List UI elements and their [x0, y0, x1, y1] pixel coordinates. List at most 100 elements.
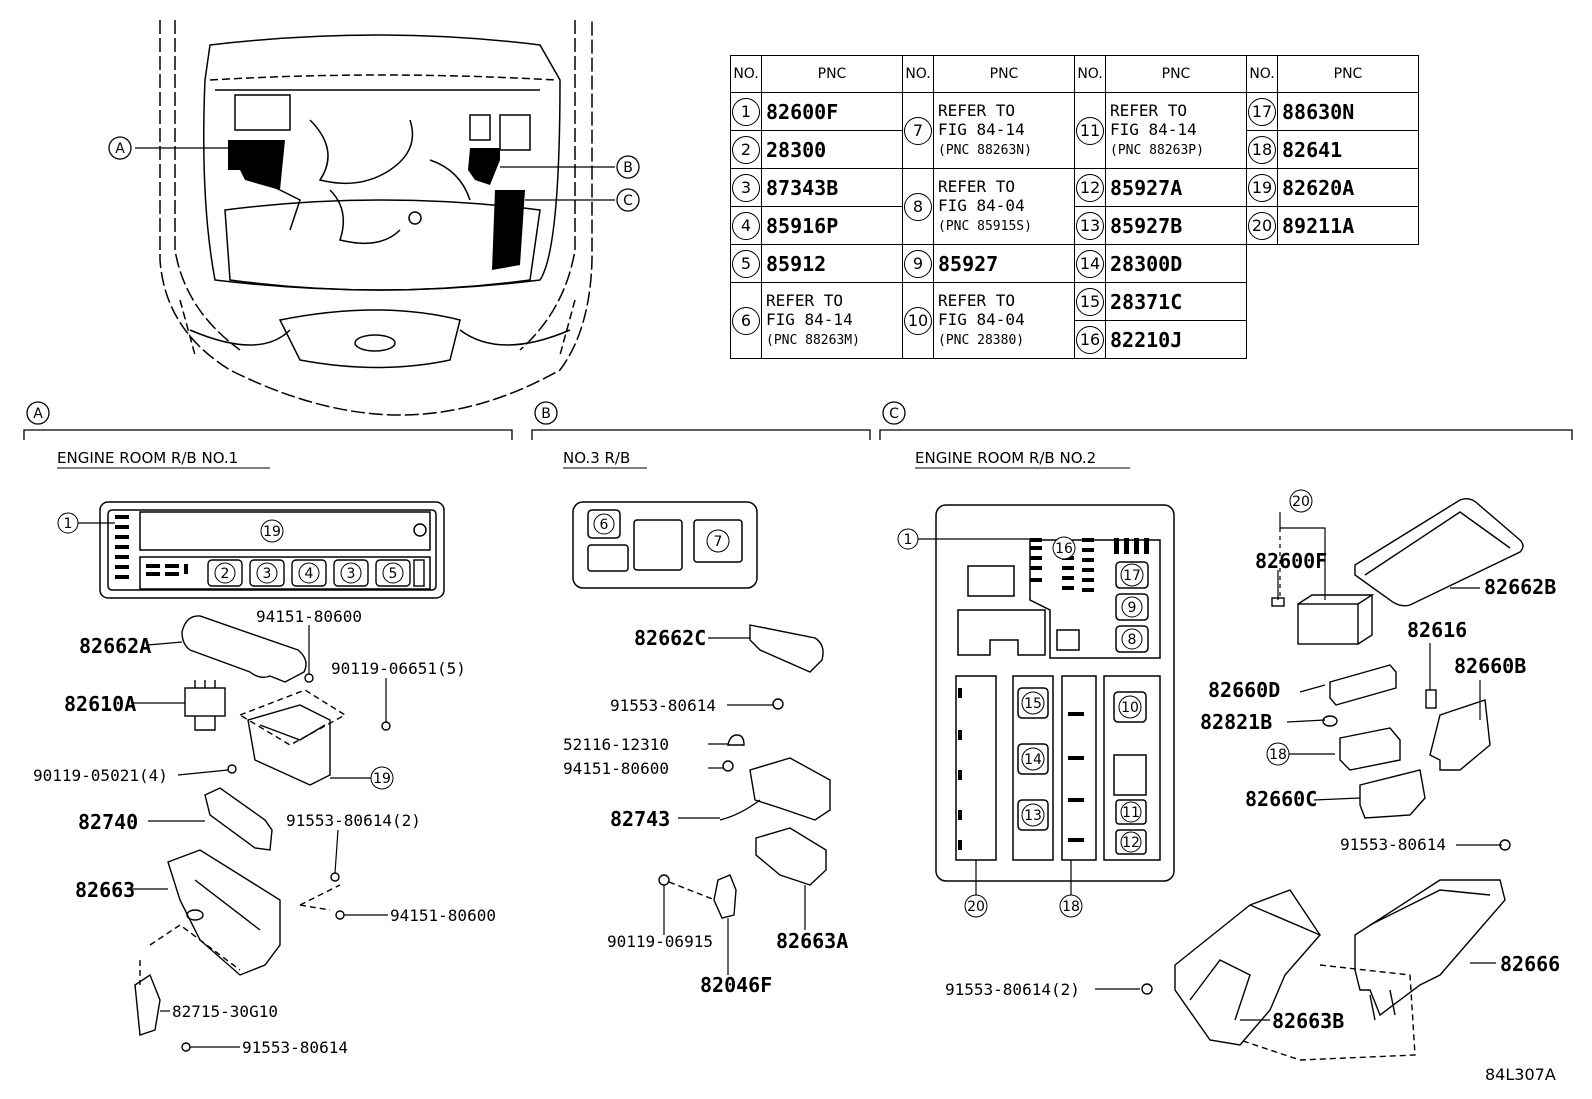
section-a-labels: 82662A 82610A 82740 82663 94151-80600 90… — [33, 607, 496, 1057]
table-row: 16 82210J — [731, 320, 1419, 359]
svg-text:94151-80600: 94151-80600 — [256, 607, 362, 626]
svg-text:A: A — [115, 141, 125, 157]
svg-text:2: 2 — [221, 566, 230, 582]
svg-text:82600F: 82600F — [1255, 549, 1327, 573]
svg-text:91553-80614: 91553-80614 — [1340, 835, 1446, 854]
pnc-table: NO. PNC NO. PNC NO. PNC NO. PNC 1 82600F… — [730, 55, 1419, 359]
svg-text:12: 12 — [1122, 835, 1140, 851]
svg-text:82662A: 82662A — [79, 634, 151, 658]
svg-text:91553-80614: 91553-80614 — [242, 1038, 348, 1057]
section-b-header: B NO.3 R/B — [531, 401, 871, 469]
overview-callout-b: B — [616, 155, 640, 179]
relay-block-c-callouts: 16 17 9 8 10 15 14 13 11 12 1 20 18 20 1… — [897, 489, 1313, 918]
relay-block-a-fuses — [115, 515, 188, 579]
section-c-header: C ENGINE ROOM R/B NO.2 — [879, 401, 1573, 469]
svg-text:20: 20 — [967, 899, 985, 915]
section-a-leaders — [130, 625, 388, 1048]
svg-text:1: 1 — [64, 516, 73, 532]
svg-text:82821B: 82821B — [1200, 710, 1272, 734]
svg-text:A: A — [33, 406, 43, 422]
svg-text:82662B: 82662B — [1484, 575, 1556, 599]
svg-text:82660D: 82660D — [1208, 678, 1280, 702]
svg-text:94151-80600: 94151-80600 — [390, 906, 496, 925]
section-a-title: ENGINE ROOM R/B NO.1 — [57, 449, 238, 467]
svg-text:13: 13 — [1024, 808, 1042, 824]
svg-text:10: 10 — [1121, 700, 1139, 716]
svg-text:82610A: 82610A — [64, 692, 136, 716]
svg-text:18: 18 — [1062, 899, 1080, 915]
svg-text:91553-80614(2): 91553-80614(2) — [945, 980, 1080, 999]
section-a-header: A ENGINE ROOM R/B NO.1 — [23, 401, 513, 469]
svg-text:82740: 82740 — [78, 810, 138, 834]
svg-text:20: 20 — [1292, 494, 1310, 510]
overview-callout-lines — [135, 147, 615, 201]
svg-text:91553-80614: 91553-80614 — [610, 696, 716, 715]
svg-text:82663: 82663 — [75, 878, 135, 902]
vehicle-overview — [159, 20, 593, 416]
svg-text:7: 7 — [714, 534, 723, 550]
fuse-callouts-a: 2 3 4 3 5 19 1 19 — [57, 512, 404, 790]
svg-text:82046F: 82046F — [700, 973, 772, 997]
section-b-title: NO.3 R/B — [563, 449, 630, 467]
svg-text:19: 19 — [373, 771, 391, 787]
svg-text:82616: 82616 — [1407, 618, 1467, 642]
overview-callout-c: C — [616, 188, 640, 212]
svg-text:B: B — [541, 406, 551, 422]
svg-text:11: 11 — [1122, 805, 1140, 821]
section-c-labels: 82600F 82662B 82616 82660D 82660B 82821B… — [945, 549, 1560, 1033]
svg-text:94151-80600: 94151-80600 — [563, 759, 669, 778]
svg-text:82663B: 82663B — [1272, 1009, 1344, 1033]
table-row: 4 85916P 13 85927B 20 89211A — [730, 206, 1419, 245]
svg-text:14: 14 — [1024, 752, 1042, 768]
figure-id: 84L307A — [1485, 1065, 1556, 1084]
svg-text:9: 9 — [1128, 600, 1137, 616]
section-b-leaders — [663, 637, 806, 975]
svg-text:1: 1 — [904, 532, 913, 548]
svg-text:82666: 82666 — [1500, 952, 1560, 976]
svg-text:8: 8 — [1128, 632, 1137, 648]
relay-block-a-layout — [99, 501, 445, 599]
table-row: 2 28300 18 82641 — [730, 130, 1419, 169]
table-row: 5 85912 9 85927 14 28300D — [730, 244, 1419, 283]
section-c-title: ENGINE ROOM R/B NO.2 — [915, 449, 1096, 467]
svg-text:82660C: 82660C — [1245, 787, 1317, 811]
svg-text:82662C: 82662C — [634, 626, 706, 650]
svg-text:90119-05021(4): 90119-05021(4) — [33, 766, 168, 785]
relay-block-b-callouts: 6 7 — [593, 513, 730, 553]
section-c-parts-drawing — [1141, 497, 1524, 1061]
svg-text:15: 15 — [1024, 696, 1042, 712]
svg-text:B: B — [623, 160, 633, 176]
svg-text:3: 3 — [347, 566, 356, 582]
svg-text:82663A: 82663A — [776, 929, 848, 953]
svg-text:18: 18 — [1269, 747, 1287, 763]
overview-callout-a: A — [108, 136, 132, 160]
svg-text:52116-12310: 52116-12310 — [563, 735, 669, 754]
table-header-row: NO. PNC NO. PNC NO. PNC NO. PNC — [730, 55, 1419, 93]
svg-text:82660B: 82660B — [1454, 654, 1526, 678]
relay-block-a-slots — [207, 559, 425, 587]
overview-highlight-blocks — [228, 140, 525, 270]
svg-text:82715-30G10: 82715-30G10 — [172, 1002, 278, 1021]
svg-text:C: C — [623, 193, 633, 209]
svg-text:6: 6 — [600, 517, 609, 533]
svg-text:16: 16 — [1055, 541, 1073, 557]
section-a-parts-drawing — [134, 615, 391, 1052]
svg-text:17: 17 — [1123, 568, 1141, 584]
relay-block-b-layout — [572, 501, 758, 589]
section-b-labels: 82662C 91553-80614 52116-12310 94151-806… — [563, 626, 848, 997]
relay-block-c-fuses — [958, 538, 1149, 850]
section-c-leaders — [918, 512, 1502, 1021]
svg-text:4: 4 — [305, 566, 314, 582]
section-b-parts-drawing — [658, 624, 831, 919]
svg-text:90119-06651(5): 90119-06651(5) — [331, 659, 466, 678]
relay-block-c-layout — [935, 504, 1175, 882]
svg-text:19: 19 — [263, 524, 281, 540]
svg-text:C: C — [889, 406, 899, 422]
svg-text:82743: 82743 — [610, 807, 670, 831]
svg-text:90119-06915: 90119-06915 — [607, 932, 713, 951]
svg-text:91553-80614(2): 91553-80614(2) — [286, 811, 421, 830]
